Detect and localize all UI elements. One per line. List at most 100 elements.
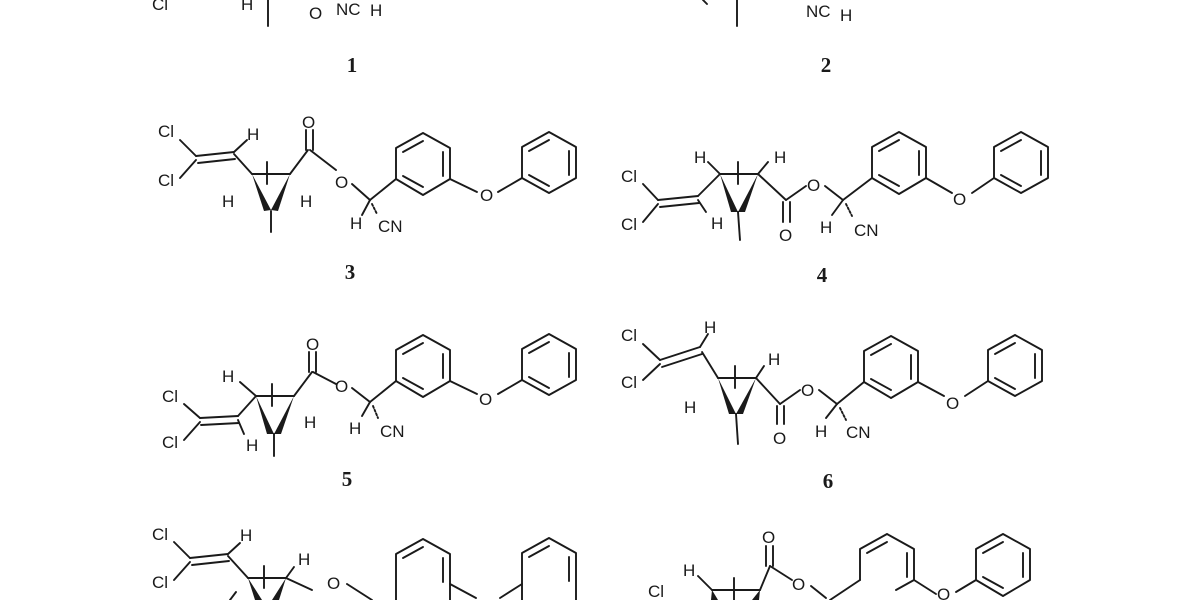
hydrogen-label: H [222,192,234,211]
chlorine-label: Cl [648,582,664,600]
bond [701,351,719,379]
oxygen-label: O [327,574,340,593]
aromatic-bond [870,378,892,391]
wedge-bond [738,174,758,212]
aromatic-bond [878,174,900,187]
wedge-bond [271,174,290,211]
bond [757,161,769,175]
oxygen-label: O [937,585,950,600]
hydrogen-label: H [240,526,252,545]
hydrogen-label: H [694,148,706,167]
oxygen-label: O [779,226,792,245]
hydrogen-label: H [820,218,832,237]
hydrogen-label: H [298,550,310,569]
bond [757,173,787,201]
benzene-ring [521,131,577,194]
bond [836,381,865,405]
hydrogen-label: H [222,367,234,386]
wedge-bond [711,590,718,600]
hydrogen-label: H [768,350,780,369]
hydrogen-label: H [684,398,696,417]
bond [831,199,844,216]
bond [346,583,373,600]
bond [285,577,313,591]
bond [917,381,945,397]
bond [755,377,781,405]
oxygen-label: O [762,528,775,547]
bond [497,379,523,395]
bond [779,389,801,405]
chlorine-label: Cl [621,326,637,345]
bond [351,183,371,201]
chlorine-label: Cl [152,573,168,592]
bond [769,565,793,581]
aromatic-bond [866,541,888,554]
compound-7-structure: Cl Cl H H O [152,525,577,600]
bond [183,421,201,441]
chlorine-label: Cl [158,171,174,190]
bond [173,541,191,559]
bond [369,178,397,201]
bond [179,139,197,157]
bond [697,173,721,197]
compound-5-number: 5 [342,467,353,491]
bond [183,403,201,419]
aromatic-bond [1000,174,1022,187]
aromatic-bond [994,377,1016,390]
wedge-bond [752,590,760,600]
aromatic-bond [402,140,424,153]
chlorine-label: Cl [152,525,168,544]
aromatic-bond [528,545,550,558]
hydrogen-label: H [247,125,259,144]
wedge-bond [252,174,271,211]
double-bond [659,346,701,361]
nitrile-label: CN [378,217,403,236]
aromatic-bond [878,139,900,152]
bond [829,579,861,600]
compound-6-number: 6 [823,469,834,493]
hydrogen-label: H [349,419,361,438]
aromatic-bond [982,541,1004,554]
bond [227,542,241,555]
aromatic-bond [994,342,1016,355]
bond [825,403,838,419]
nitrile-label: CN [846,423,871,442]
nitrile-label: CN [380,422,405,441]
bond [955,579,977,593]
compound-8-structure: H Cl O O O [648,528,1031,600]
bond [312,371,337,385]
compound-3-structure: Cl Cl H H H O O H CN [158,113,577,236]
hashed-bond [372,405,379,419]
bond [233,153,253,175]
hydrogen-label: H [241,0,253,14]
benzene-ring [993,131,1049,194]
aromatic-bond [1000,139,1022,152]
bond [699,333,709,348]
bond [759,565,771,591]
chlorine-label: Cl [621,373,637,392]
wedge-bond [248,578,262,600]
bond [697,575,713,591]
bond [289,149,309,175]
bond [785,185,807,201]
bond [361,199,371,216]
wedge-bond [272,578,286,600]
double-bond [657,195,699,201]
bond [179,159,197,179]
wedge-bond [736,378,756,414]
hydrogen-label: H [704,318,716,337]
bond [642,183,659,201]
bond [293,371,313,397]
hydrogen-label: H [304,413,316,432]
benzene-ring [395,538,451,600]
bond [818,389,838,405]
hashed-bond [371,203,378,215]
oxygen-label: O [480,186,493,205]
oxygen-label: O [335,173,348,192]
hydrogen-label: H [683,561,695,580]
bond [233,139,248,153]
benzene-ring [987,334,1043,397]
aromatic-bond [528,376,550,389]
oxygen-label: O [309,4,322,23]
double-bond [200,422,240,426]
